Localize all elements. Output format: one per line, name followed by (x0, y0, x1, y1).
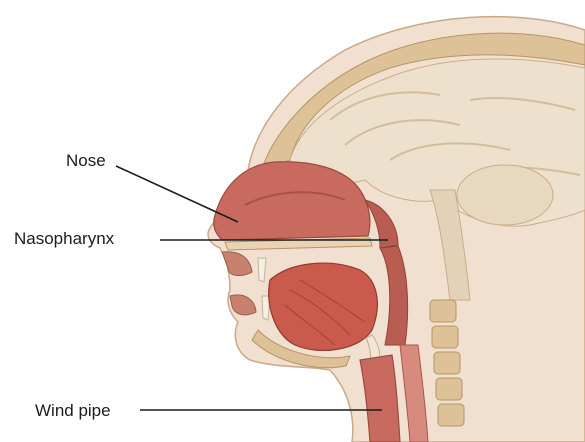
cerebellum (457, 165, 553, 225)
nose-leader-line (116, 166, 238, 222)
tongue (269, 263, 378, 350)
nose-label: Nose (66, 152, 106, 169)
nasopharynx-label: Nasopharynx (14, 230, 114, 247)
wind-pipe-label: Wind pipe (35, 402, 111, 419)
upper-tooth (258, 258, 266, 282)
